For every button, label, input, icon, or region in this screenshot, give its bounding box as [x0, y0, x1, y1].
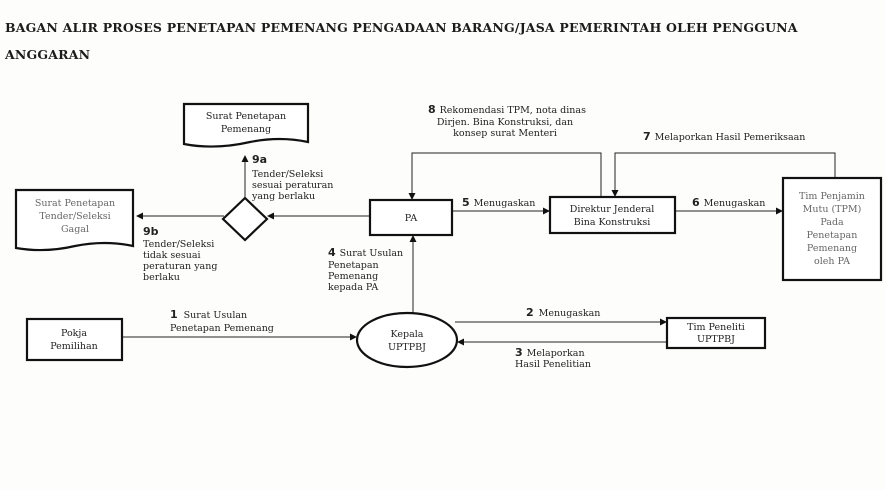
- svg-text:9b: 9b: [143, 225, 159, 238]
- decision-diamond: [221, 196, 269, 242]
- arrow-7-tpm-to-dirjen: [611, 152, 836, 197]
- node-pa: PA: [368, 198, 454, 237]
- arrow-8-dirjen-to-pa: [408, 152, 602, 200]
- svg-text:PA: PA: [405, 213, 418, 224]
- diagram-title-line-1: BAGAN ALIR PROSES PENETAPAN PEMENANG PEN…: [5, 20, 798, 35]
- svg-text:9a: 9a: [252, 153, 267, 166]
- diagram-title-line-2: ANGGARAN: [5, 47, 91, 62]
- svg-text:Hasil Penelitian: Hasil Penelitian: [515, 359, 591, 370]
- svg-text:Penetapan Pemenang: Penetapan Pemenang: [170, 323, 274, 334]
